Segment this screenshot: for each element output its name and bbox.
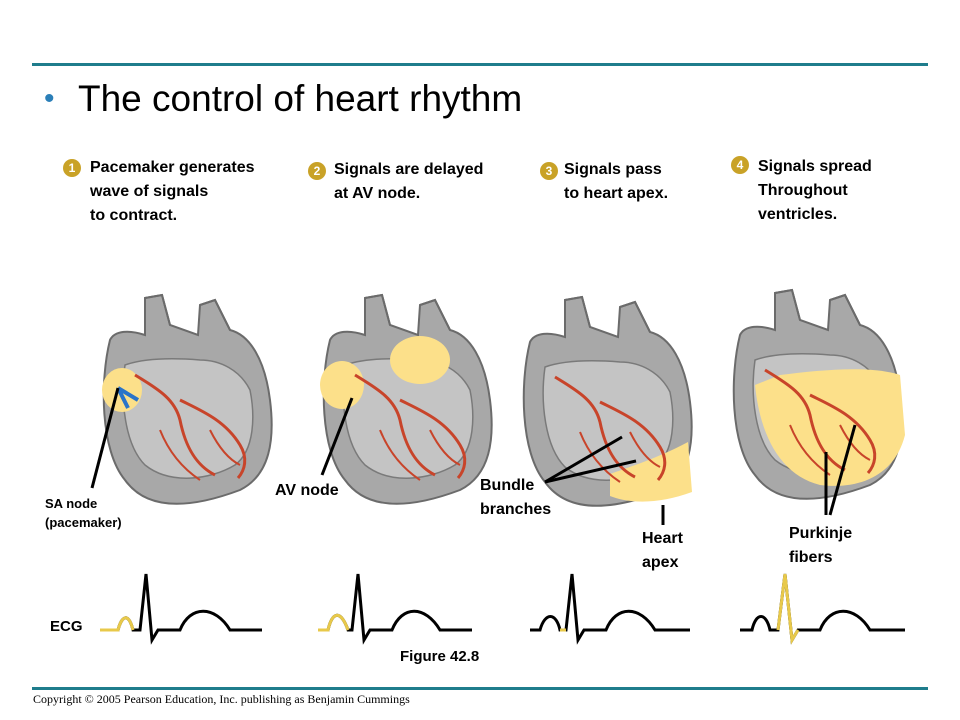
apex-highlight: [610, 442, 692, 502]
step-4-line: ventricles.: [758, 206, 838, 223]
page-title: The control of heart rhythm: [78, 78, 523, 119]
sa-node-label-line: (pacemaker): [45, 515, 122, 530]
heart-apex-line: apex: [642, 554, 679, 571]
purkinje-pointer-2: [828, 424, 857, 516]
heart-step-4: [732, 289, 905, 500]
sa-node-pointer: [90, 387, 120, 489]
ecg-trace-1: [100, 573, 262, 645]
heart-step-1: [102, 294, 273, 505]
step-1-line: Pacemaker generates: [90, 159, 255, 176]
av-node-pointer: [320, 397, 354, 476]
title-bullet: •: [44, 82, 55, 115]
bottom-rule: [32, 687, 928, 690]
ventricle-highlight: [755, 369, 905, 486]
bundle-pointer-2: [544, 459, 637, 484]
figure-label: Figure 42.8: [400, 648, 480, 665]
step-1-badge: 1: [63, 159, 81, 177]
step-4-text: Signals spread Throughout ventricles.: [758, 155, 872, 227]
bundle-pointer-1: [544, 435, 623, 484]
av-node-label: AV node: [275, 482, 339, 499]
step-2-line: at AV node.: [334, 185, 421, 202]
ecg-highlight-1: [100, 616, 135, 632]
step-1-line: wave of signals: [90, 183, 209, 200]
top-rule: [32, 63, 928, 66]
step-2-line: Signals are delayed: [334, 161, 484, 178]
ecg-highlight-4: [776, 573, 800, 645]
ecg-trace-2: [318, 573, 472, 645]
purkinje-fibers-line: Purkinje: [789, 525, 853, 542]
step-1-text: Pacemaker generates wave of signals to c…: [90, 156, 255, 228]
ecg-trace-3: [530, 573, 690, 645]
purkinje-fibers-label: Purkinje fibers: [789, 522, 852, 570]
step-3-badge: 3: [540, 162, 558, 180]
step-2-badge: 2: [308, 162, 326, 180]
step-4-line: Throughout: [758, 182, 848, 199]
ecg-trace-4: [740, 573, 905, 645]
bundle-branches-label: Bundle branches: [480, 474, 551, 522]
ecg-label: ECG: [50, 618, 83, 635]
heart-step-3: [522, 296, 693, 507]
step-2-text: Signals are delayed at AV node.: [334, 158, 483, 206]
step-4-badge: 4: [731, 156, 749, 174]
step-4-line: Signals spread: [758, 158, 872, 175]
step-3-line: Signals pass: [564, 161, 662, 178]
copyright-text: Copyright © 2005 Pearson Education, Inc.…: [33, 692, 410, 706]
heart-apex-line: Heart: [642, 530, 683, 547]
ecg-highlight-2: [318, 613, 350, 632]
atria-highlight-left: [320, 361, 364, 409]
atria-highlight-right: [390, 336, 450, 384]
step-3-text: Signals pass to heart apex.: [564, 158, 668, 206]
bundle-branches-line: branches: [480, 501, 552, 518]
bundle-branches-line: Bundle: [480, 477, 535, 494]
signal-arrow-icon: [116, 386, 140, 409]
heart-step-2: [320, 294, 493, 505]
sa-node-label-line: SA node: [45, 496, 98, 511]
step-1-line: to contract.: [90, 207, 178, 224]
sa-node-label: SA node (pacemaker): [45, 494, 122, 532]
heart-apex-label: Heart apex: [642, 527, 683, 575]
purkinje-fibers-line: fibers: [789, 549, 833, 566]
step-3-line: to heart apex.: [564, 185, 669, 202]
